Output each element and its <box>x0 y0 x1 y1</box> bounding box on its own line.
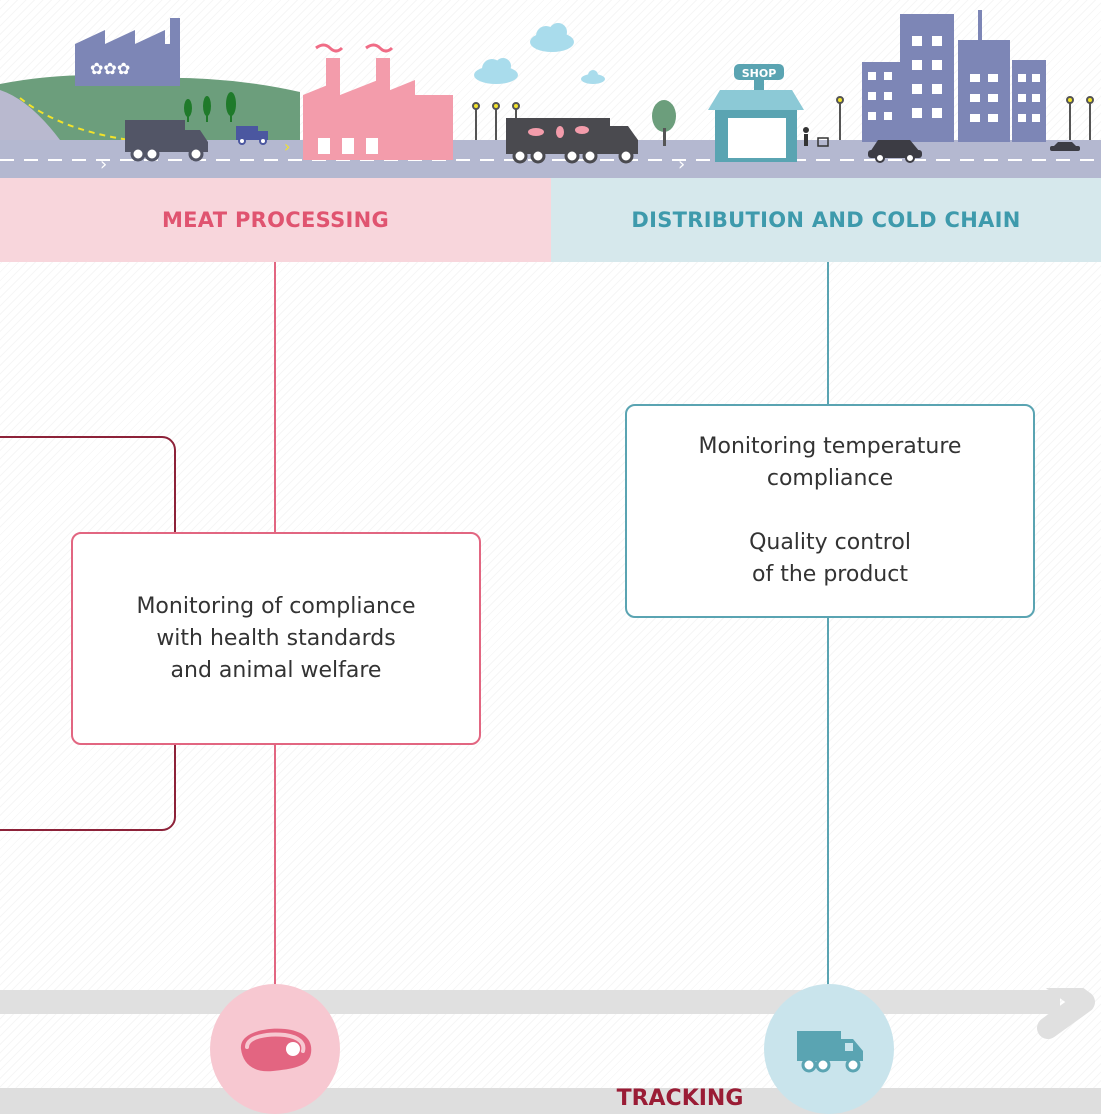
shop-sign: SHOP <box>742 67 777 80</box>
meat-processing-info-box: Monitoring of compliance with health sta… <box>71 532 481 745</box>
delivery-truck-icon <box>797 1031 863 1073</box>
stage-meat-processing-label: MEAT PROCESSING <box>161 208 390 232</box>
factory-icon: ✿✿✿ <box>75 18 180 86</box>
meat-steak-icon <box>240 1028 312 1072</box>
hill <box>0 75 300 150</box>
tracking-arrow <box>0 988 1095 1039</box>
truck-icon <box>125 120 208 162</box>
stage-meat-processing: MEAT PROCESSING <box>0 178 551 262</box>
meat-plant-icon <box>303 43 453 160</box>
tracking-bar <box>0 1088 1101 1114</box>
shop-icon: SHOP <box>708 64 804 162</box>
distribution-connector-line <box>827 262 829 404</box>
city-buildings-icon <box>862 10 1046 142</box>
distribution-connector-line-lower <box>827 616 829 988</box>
supply-chain-illustration: ✿✿✿ › <box>0 10 1101 178</box>
distribution-info-box: Monitoring temperature compliance Qualit… <box>625 404 1035 618</box>
stage-distribution: DISTRIBUTION AND COLD CHAIN <box>551 178 1101 262</box>
meat-stage-circle <box>210 984 340 1114</box>
stage-distribution-label: DISTRIBUTION AND COLD CHAIN <box>631 208 1021 232</box>
distribution-stage-circle <box>764 984 894 1114</box>
shopper-icon <box>803 127 829 147</box>
meat-truck-icon <box>506 118 638 164</box>
tree-icon <box>184 92 236 122</box>
car-icon <box>868 140 1080 163</box>
tracking-label: TRACKING <box>616 1086 744 1111</box>
svg-text:✿✿✿: ✿✿✿ <box>90 59 130 78</box>
distribution-info-text-2: Quality control of the product <box>749 530 911 587</box>
meat-connector-line-lower <box>274 743 276 988</box>
distribution-info-text-1: Monitoring temperature compliance <box>698 434 962 491</box>
cloud-icon <box>474 23 605 84</box>
van-icon <box>236 126 268 145</box>
svg-text:›: › <box>284 137 290 156</box>
svg-text:›: › <box>678 154 685 175</box>
meat-connector-line <box>274 262 276 532</box>
winding-road <box>0 90 60 150</box>
tree-icon <box>652 100 676 146</box>
meat-processing-info-text: Monitoring of compliance with health sta… <box>136 593 416 683</box>
svg-text:›: › <box>100 154 107 175</box>
